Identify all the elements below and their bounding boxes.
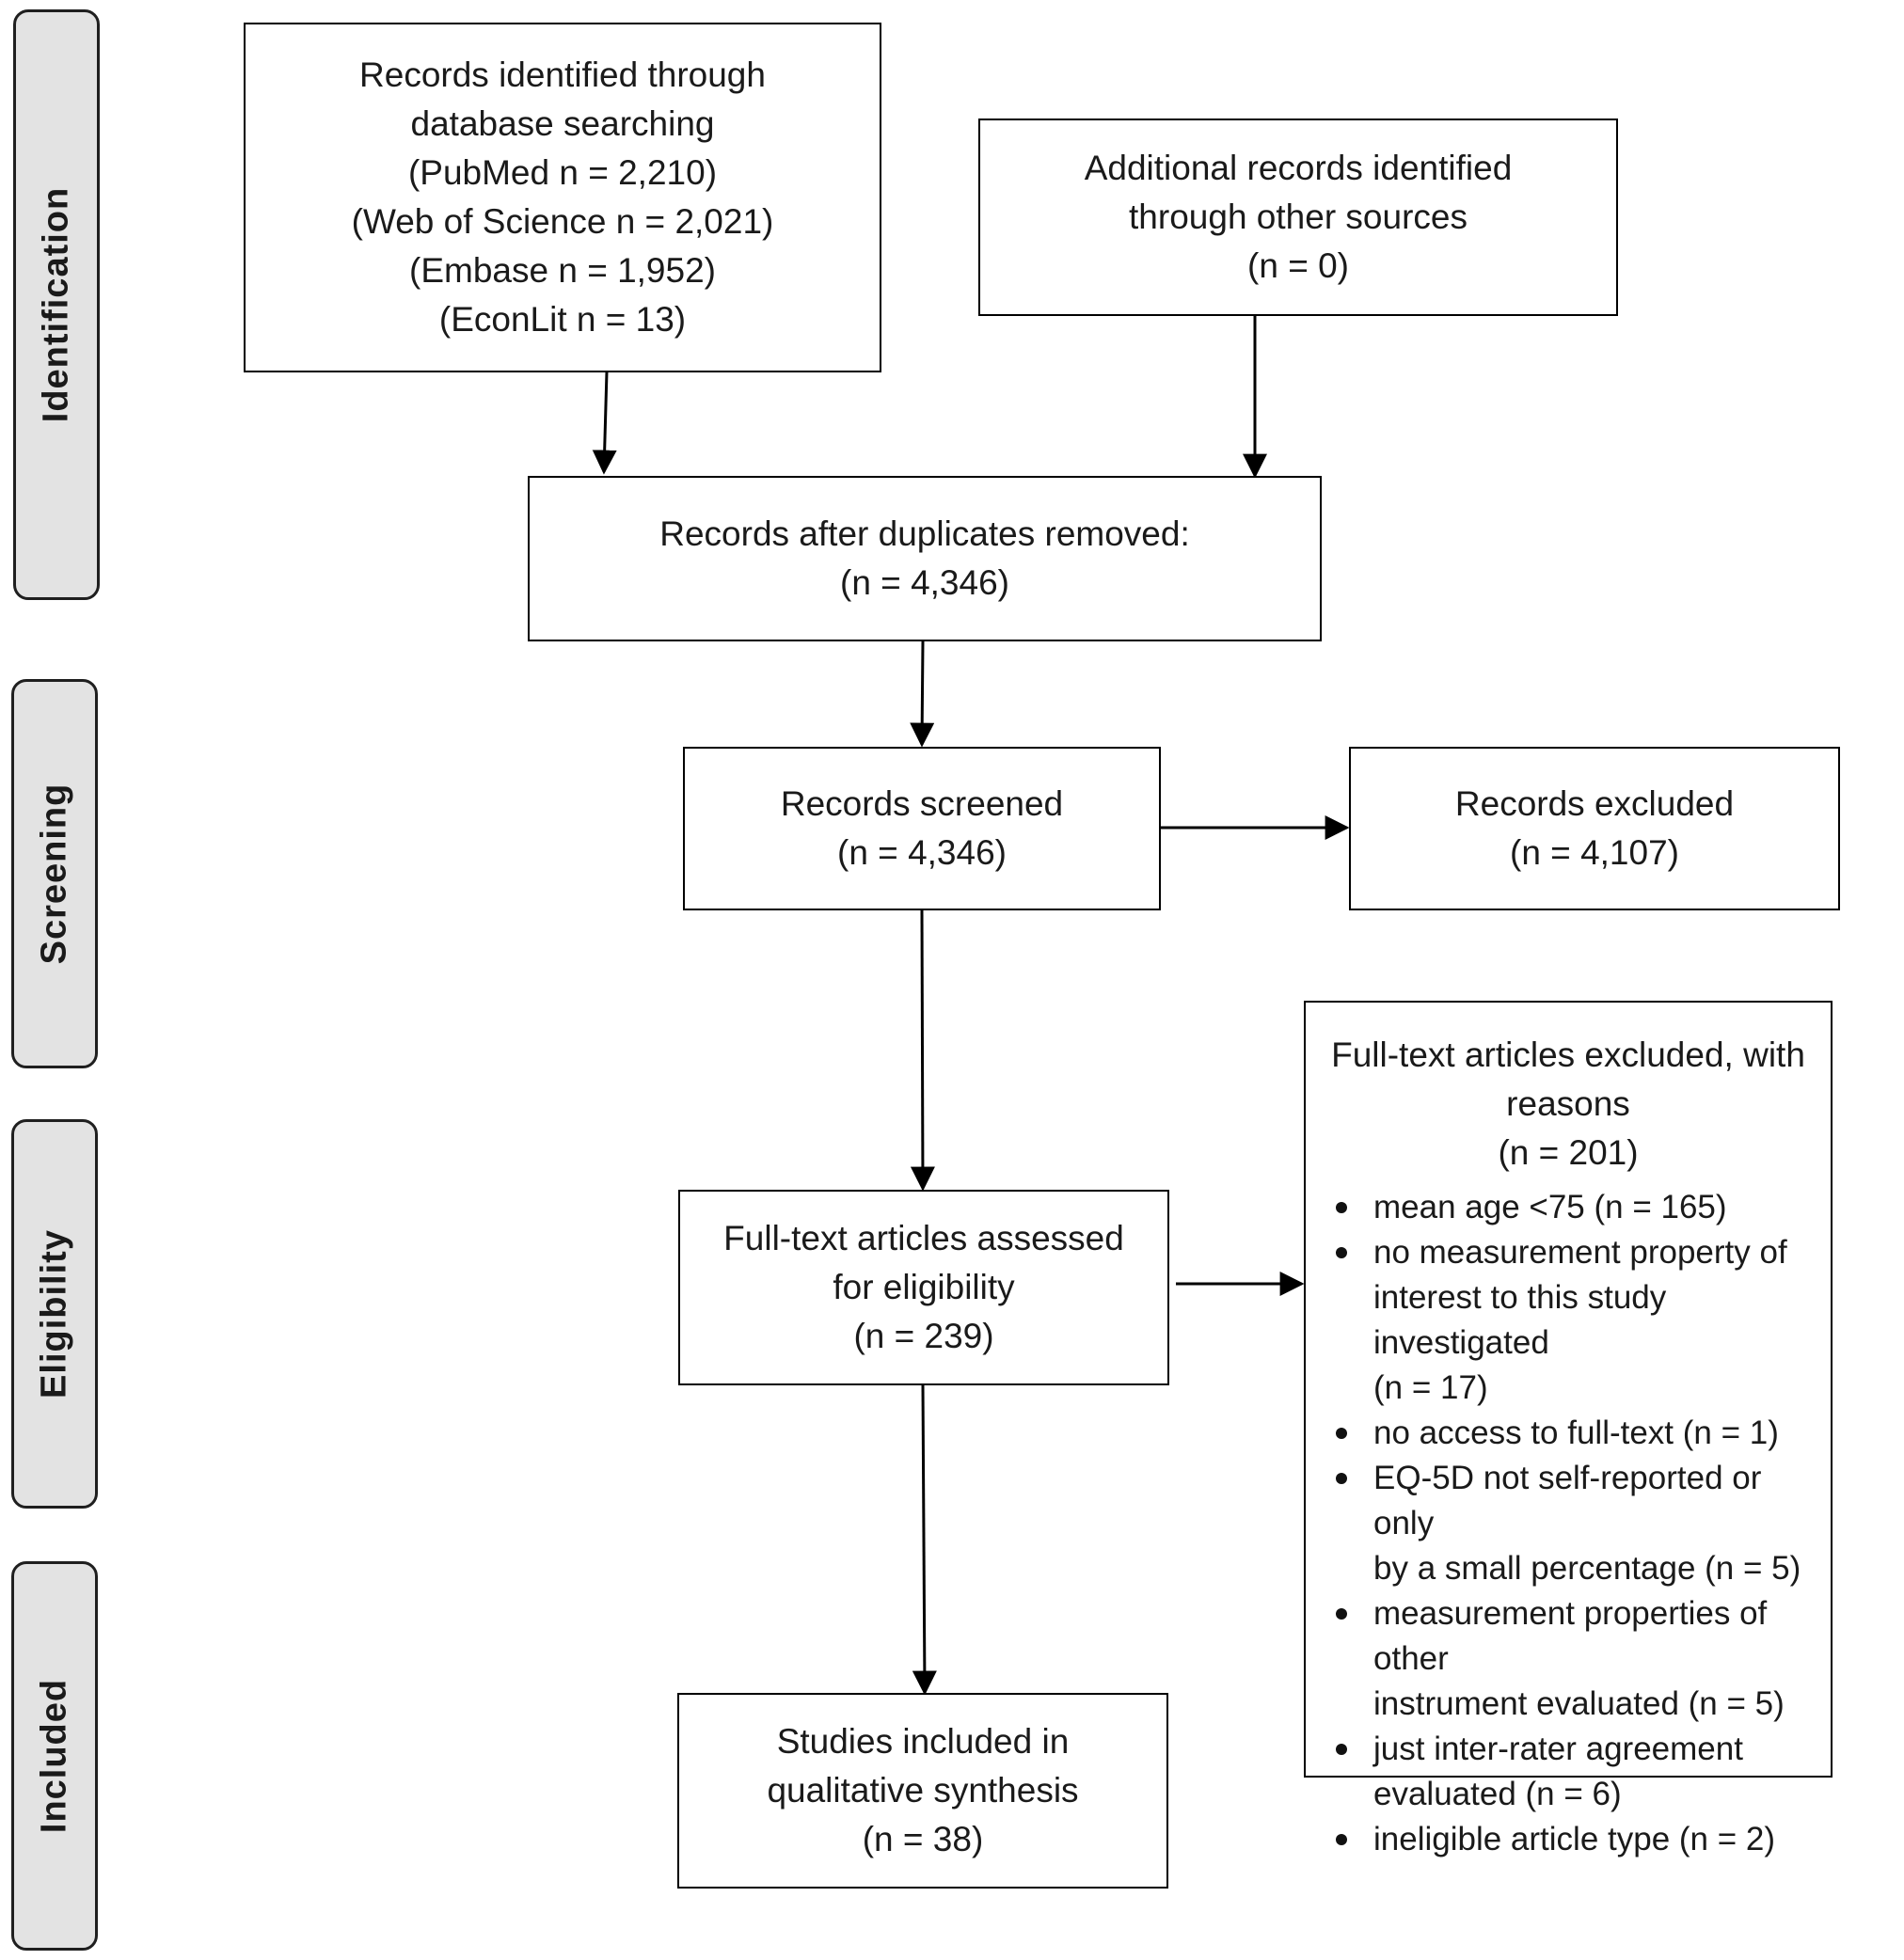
box-line: Records after duplicates removed:: [659, 514, 1190, 553]
bullet-icon: [1336, 1744, 1347, 1755]
arrow-duplicates-to-screened: [910, 640, 935, 748]
exclusion-reason: just inter-rater agreement evaluated (n …: [1336, 1727, 1831, 1817]
exclusion-reason: ineligible article type (n = 2): [1336, 1817, 1831, 1862]
box-line: for eligibility: [833, 1268, 1015, 1306]
box-line: Full-text articles assessed: [723, 1219, 1124, 1257]
reason-line: mean age <75 (n = 165): [1373, 1189, 1727, 1225]
exclusion-reason: no access to full-text (n = 1): [1336, 1411, 1831, 1456]
other-sources-box: Additional records identified through ot…: [978, 119, 1618, 316]
box-line: Records excluded: [1454, 784, 1735, 823]
full-text-assessed-box: Full-text articles assessed for eligibil…: [678, 1190, 1169, 1385]
box-line: (Embase n = 1,952): [409, 251, 716, 290]
bullet-icon: [1336, 1247, 1347, 1258]
records-excluded-box: Records excluded (n = 4,107): [1349, 747, 1840, 910]
records-screened-box: Records screened (n = 4,346): [683, 747, 1161, 910]
database-search-box: Records identified through database sear…: [244, 23, 881, 372]
duplicates-removed-box: Records after duplicates removed: (n = 4…: [528, 476, 1322, 641]
exclusion-reason: no measurement property of interest to t…: [1336, 1230, 1831, 1411]
reason-line: by a small percentage (n = 5): [1373, 1550, 1801, 1587]
bullet-icon: [1336, 1202, 1347, 1213]
box-line: (Web of Science n = 2,021): [351, 202, 774, 241]
reason-line: no access to full-text (n = 1): [1373, 1415, 1779, 1451]
box-line: Full-text articles excluded, with: [1331, 1035, 1805, 1074]
bullet-icon: [1336, 1428, 1347, 1439]
box-line: Records screened: [780, 784, 1064, 823]
box-line: database searching: [410, 104, 715, 143]
box-line: Studies included in: [776, 1722, 1070, 1761]
reason-line: evaluated (n = 6): [1373, 1776, 1622, 1812]
arrow-screened-to-fulltext: [910, 909, 935, 1192]
reason-line: instrument evaluated (n = 5): [1373, 1685, 1785, 1722]
box-line: (EconLit n = 13): [438, 300, 687, 339]
excluded-title: Full-text articles excluded, with reason…: [1306, 1031, 1831, 1178]
reason-line: measurement properties of other: [1373, 1595, 1768, 1677]
stage-label-included: Included: [11, 1561, 98, 1951]
reason-line: interest to this study investigated: [1373, 1279, 1667, 1361]
box-line: (n = 38): [862, 1820, 984, 1858]
box-line: (PubMed n = 2,210): [407, 153, 718, 192]
box-line: (n = 4,346): [837, 833, 1007, 872]
full-text-excluded-box: Full-text articles excluded, with reason…: [1304, 1001, 1833, 1857]
box-line: Records identified through: [359, 55, 766, 94]
studies-included-box: Studies included in qualitative synthesi…: [677, 1693, 1168, 1889]
box-line: (n = 4,346): [840, 563, 1009, 602]
bullet-icon: [1336, 1608, 1347, 1620]
reason-line: EQ-5D not self-reported or only: [1373, 1460, 1762, 1541]
box-line: Additional records identified: [1084, 149, 1513, 187]
reason-line: ineligible article type (n = 2): [1373, 1821, 1776, 1857]
exclusion-reason: EQ-5D not self-reported or only by a sma…: [1336, 1456, 1831, 1591]
arrow-database-to-duplicates: [592, 371, 617, 475]
arrow-fulltext-to-included: [912, 1383, 937, 1696]
stage-label-eligibility: Eligibility: [11, 1119, 98, 1509]
box-line: (n = 0): [1247, 246, 1349, 285]
stage-label-screening: Screening: [11, 679, 98, 1068]
box-line: (n = 4,107): [1510, 833, 1679, 872]
reason-line: just inter-rater agreement: [1373, 1731, 1743, 1767]
box-line: qualitative synthesis: [767, 1771, 1079, 1810]
bullet-icon: [1336, 1834, 1347, 1845]
exclusion-reasons-list: mean age <75 (n = 165) no measurement pr…: [1306, 1185, 1831, 1862]
bullet-icon: [1336, 1473, 1347, 1484]
reason-line: (n = 17): [1373, 1369, 1488, 1406]
reason-line: no measurement property of: [1373, 1234, 1787, 1271]
exclusion-reason: measurement properties of other instrume…: [1336, 1591, 1831, 1727]
stage-label-identification: Identification: [13, 9, 100, 600]
box-line: (n = 201): [1498, 1133, 1639, 1172]
box-line: reasons: [1506, 1084, 1630, 1123]
box-line: through other sources: [1129, 198, 1468, 236]
box-line: (n = 239): [853, 1317, 994, 1355]
exclusion-reason: mean age <75 (n = 165): [1336, 1185, 1831, 1230]
